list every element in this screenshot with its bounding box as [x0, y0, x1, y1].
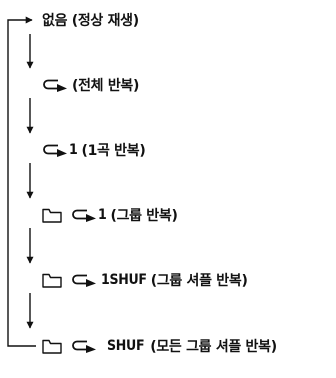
folder-icon	[42, 273, 62, 288]
mode-item: 1(1곡 반복)	[42, 137, 146, 163]
mode-label: (그룹 셔플 반복)	[150, 273, 248, 289]
mode-item: 1(그룹 반복)	[42, 202, 178, 228]
repeat-arrow-icon	[72, 209, 96, 222]
folder-icon	[42, 339, 62, 354]
mode-code-label: 1	[69, 142, 78, 158]
repeat-arrow-icon	[72, 340, 96, 353]
mode-item: 없음 (정상 재생)	[42, 7, 139, 33]
mode-code-label: 1	[98, 207, 107, 223]
mode-item: 1SHUF(그룹 셔플 반복)	[42, 267, 248, 293]
repeat-arrow-icon	[43, 144, 67, 157]
mode-code-label: SHUF	[107, 338, 145, 354]
mode-label: (전체 반복)	[72, 78, 140, 94]
mode-label: (1곡 반복)	[81, 143, 146, 159]
repeat-arrow-icon	[72, 274, 96, 287]
folder-icon	[42, 208, 62, 223]
loop-back-arrow-icon	[7, 16, 36, 347]
repeat-arrow-icon	[43, 79, 67, 92]
mode-item: SHUF (모든 그룹 셔플 반복)	[42, 333, 277, 359]
mode-item: (전체 반복)	[42, 72, 139, 98]
mode-label: 없음 (정상 재생)	[42, 13, 139, 29]
mode-label: (모든 그룹 셔플 반복)	[150, 339, 277, 355]
mode-code-label: 1SHUF	[101, 272, 147, 288]
mode-label: (그룹 반복)	[110, 208, 178, 224]
